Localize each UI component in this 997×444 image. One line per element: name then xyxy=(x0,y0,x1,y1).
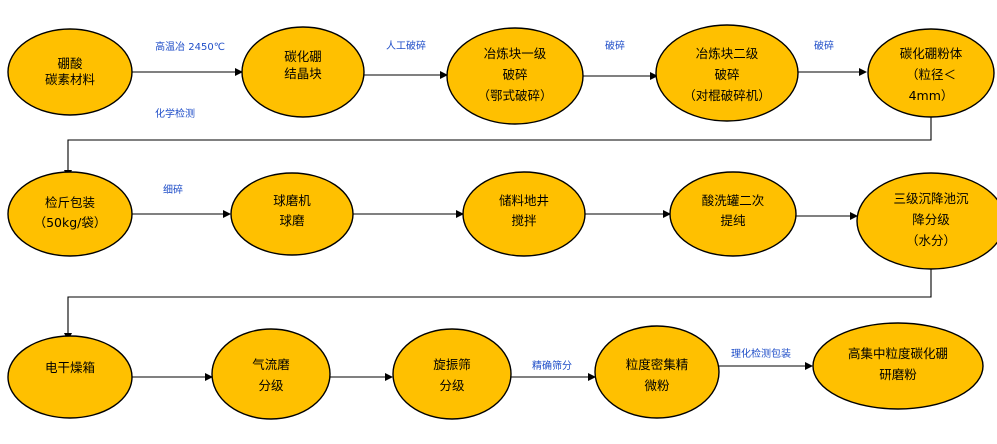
edge-label-chemical-test: 化学检测 xyxy=(155,107,195,120)
node-weigh-pack-line-2: （50kg/袋） xyxy=(34,215,107,230)
node-boron-carbide-crystal-line-2: 结晶块 xyxy=(284,66,322,81)
node-final-product-line-1: 高集中粒度碳化硼 xyxy=(848,346,948,361)
node-jet-mill-line-1: 气流磨 xyxy=(252,357,290,372)
node-secondary-crush-line-3: （对棍破碎机） xyxy=(683,88,771,103)
node-ball-mill-line-1: 球磨机 xyxy=(273,193,311,208)
node-settling-tank-line-3: （水分） xyxy=(906,233,956,248)
node-secondary-crush-line-2: 破碎 xyxy=(714,67,739,82)
node-boric-acid-line-1: 硼酸 xyxy=(57,56,83,71)
node-secondary-crush-line-1: 冶炼块二级 xyxy=(696,46,759,61)
node-storage-pit: 储料地井 搅拌 xyxy=(462,171,586,257)
node-boron-carbide-powder-line-1: 碳化硼粉体 xyxy=(900,46,963,61)
node-settling-tank-line-1: 三级沉降池沉 xyxy=(893,191,969,206)
node-boron-carbide-powder-line-3: 4mm） xyxy=(909,88,954,103)
node-ball-mill-line-2: 球磨 xyxy=(279,213,305,228)
node-boron-carbide-crystal-line-1: 碳化硼 xyxy=(284,49,322,64)
node-final-product-line-2: 研磨粉 xyxy=(879,367,917,382)
node-fine-micropowder-line-2: 微粉 xyxy=(644,378,670,393)
node-vibrating-sieve-line-1: 旋振筛 xyxy=(433,357,471,372)
node-acid-wash-line-1: 酸洗罐二次 xyxy=(702,193,765,208)
edge-label-manual-crush: 人工破碎 xyxy=(386,39,426,52)
node-ball-mill: 球磨机 球磨 xyxy=(230,172,354,256)
node-primary-crush-line-1: 冶炼块一级 xyxy=(484,46,547,61)
edge-label-smelting: 高温冶 2450℃ xyxy=(155,40,225,53)
edge-label-crush-2: 破碎 xyxy=(814,39,834,52)
node-storage-pit-line-2: 搅拌 xyxy=(511,213,537,228)
node-storage-pit-line-1: 储料地井 xyxy=(499,193,549,208)
node-boric-acid-line-2: 碳素材料 xyxy=(45,72,96,87)
edge-label-crush-1: 破碎 xyxy=(605,39,625,52)
node-jet-mill: 气流磨 分级 xyxy=(211,328,331,420)
node-final-product: 高集中粒度碳化硼 研磨粉 xyxy=(812,322,984,410)
node-primary-crush-line-2: 破碎 xyxy=(502,67,527,82)
arrow-n5-n6 xyxy=(64,117,932,178)
node-secondary-crush: 冶炼块二级 破碎 （对棍破碎机） xyxy=(655,24,799,122)
node-acid-wash-line-2: 提纯 xyxy=(720,213,746,228)
edge-label-precise-sieve: 精确筛分 xyxy=(532,359,572,372)
edge-label-fine-crush: 细碎 xyxy=(163,183,183,196)
node-weigh-pack-line-1: 检斤包装 xyxy=(45,195,95,210)
node-acid-wash: 酸洗罐二次 提纯 xyxy=(669,171,797,257)
node-boron-carbide-powder-line-2: （粒径＜ xyxy=(906,67,956,82)
node-vibrating-sieve-line-2: 分级 xyxy=(439,378,465,393)
node-primary-crush-line-3: （鄂式破碎） xyxy=(477,88,552,103)
node-weigh-pack: 检斤包装 （50kg/袋） xyxy=(7,171,133,257)
node-settling-tank-line-2: 降分级 xyxy=(912,212,950,227)
node-boric-acid: 硼酸 碳素材料 xyxy=(7,28,133,116)
node-fine-micropowder: 粒度密集精 微粉 xyxy=(594,325,720,419)
node-jet-mill-line-2: 分级 xyxy=(258,378,284,393)
node-primary-crush: 冶炼块一级 破碎 （鄂式破碎） xyxy=(446,27,584,125)
node-electric-dryer-line-1: 电干燥箱 xyxy=(45,360,95,375)
node-vibrating-sieve: 旋振筛 分级 xyxy=(392,328,512,420)
node-settling-tank: 三级沉降池沉 降分级 （水分） xyxy=(856,172,997,270)
arrow-n10-n11 xyxy=(64,269,932,341)
edge-label-test-pack: 理化检测包装 xyxy=(731,347,791,360)
node-boron-carbide-crystal: 碳化硼 结晶块 xyxy=(241,26,365,118)
node-electric-dryer: 电干燥箱 xyxy=(7,335,133,419)
node-boron-carbide-powder: 碳化硼粉体 （粒径＜ 4mm） xyxy=(867,28,995,118)
node-fine-micropowder-line-1: 粒度密集精 xyxy=(626,357,689,372)
